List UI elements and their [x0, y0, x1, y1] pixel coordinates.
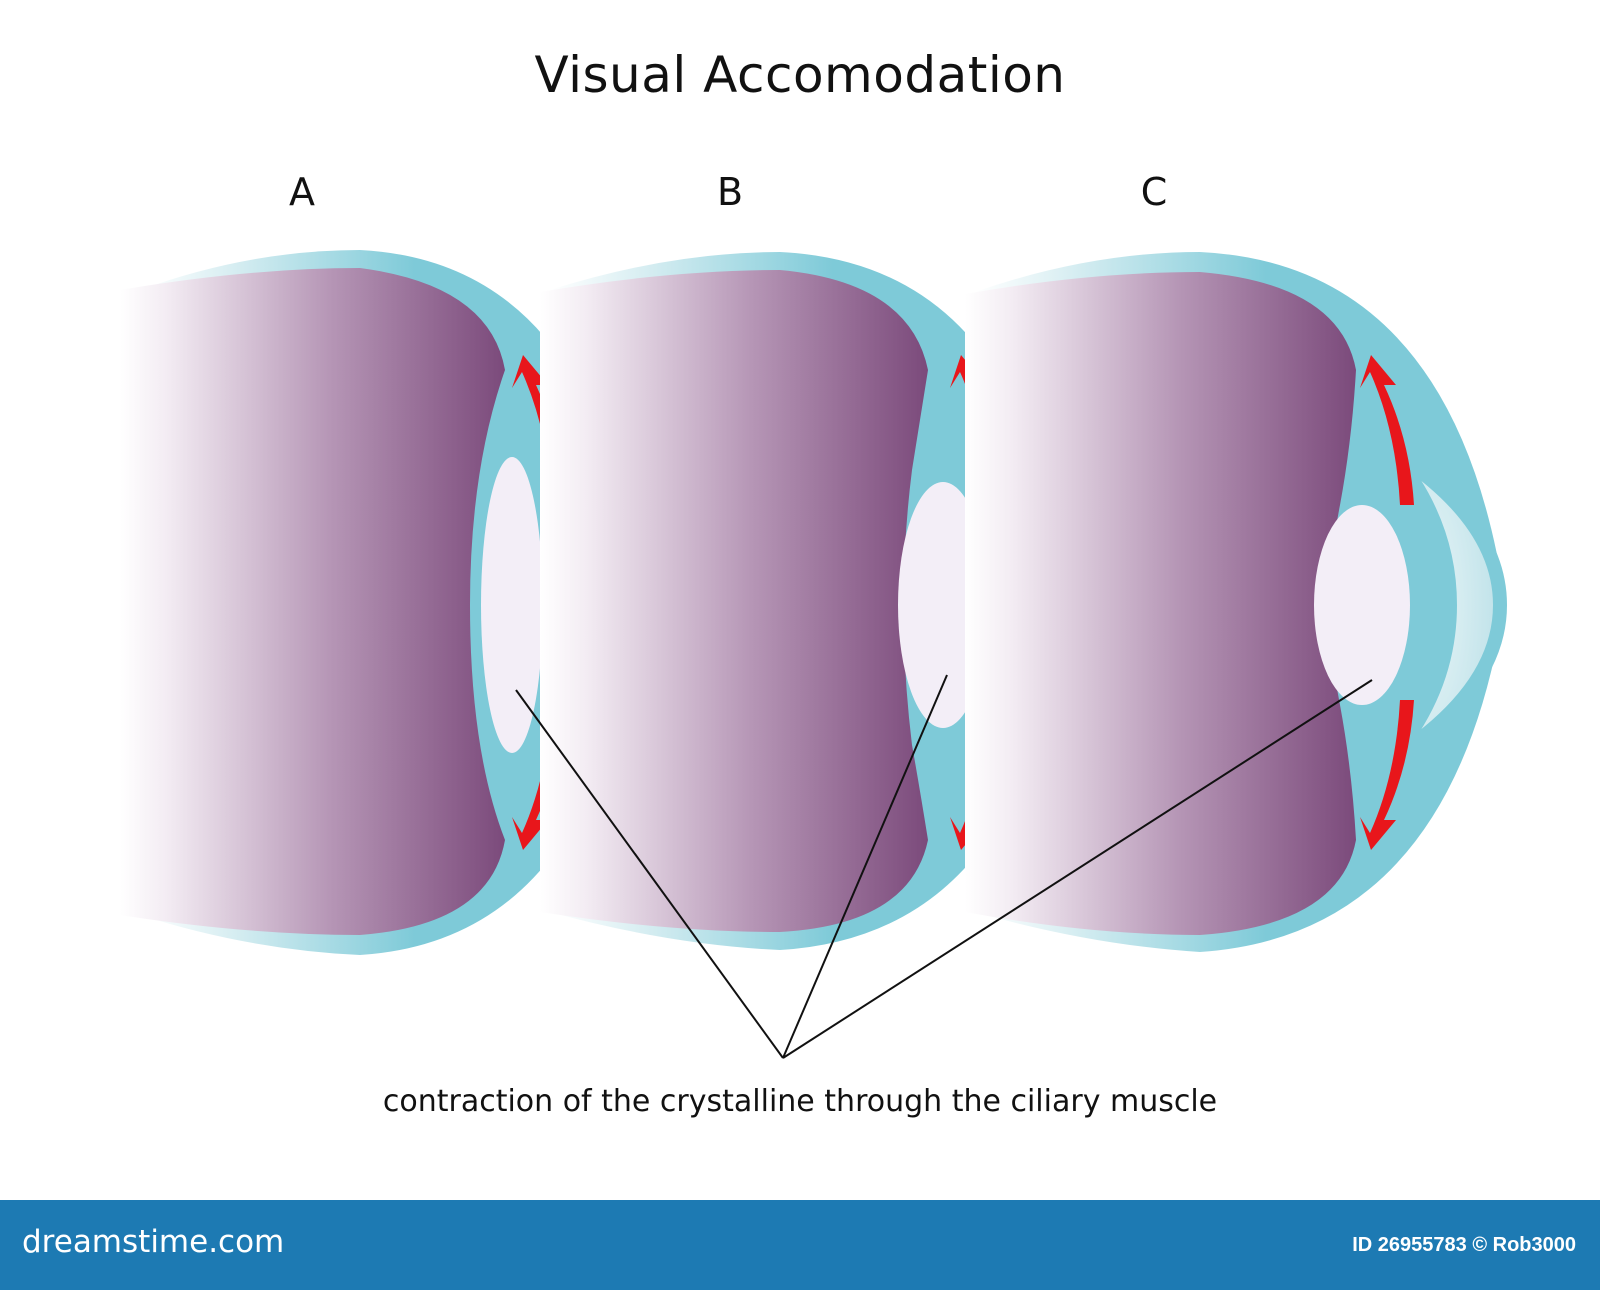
eye-label-c: C — [1140, 170, 1168, 214]
leader-line-a — [515, 689, 784, 1059]
leader-line-c — [782, 679, 1373, 1059]
caption-leader-lines — [515, 674, 1373, 1059]
footer-bar: dreamstime.com ID 26955783 © Rob3000 — [0, 1200, 1600, 1290]
eye-c-cornea — [1384, 444, 1508, 766]
eye-label-b: B — [716, 170, 744, 214]
leader-line-b — [782, 674, 948, 1059]
eye-c — [965, 252, 1508, 952]
eye-label-a: A — [289, 170, 315, 214]
footer-brand: dreamstime.com — [22, 1224, 285, 1260]
eye-c-lens — [1314, 505, 1410, 705]
caption: contraction of the crystalline through t… — [382, 1084, 1218, 1119]
eye-c-vitreous — [965, 272, 1356, 935]
eye-c-ciliary-arrow-up — [1360, 355, 1414, 505]
eye-c-ciliary-arrow-down — [1360, 700, 1414, 850]
footer-credit: ID 26955783 © Rob3000 — [1352, 1234, 1576, 1256]
eye-a-vitreous — [120, 268, 505, 935]
page-title: Visual Accomodation — [534, 46, 1066, 104]
eye-a-lens — [481, 457, 543, 753]
eye-b-vitreous — [540, 270, 928, 932]
